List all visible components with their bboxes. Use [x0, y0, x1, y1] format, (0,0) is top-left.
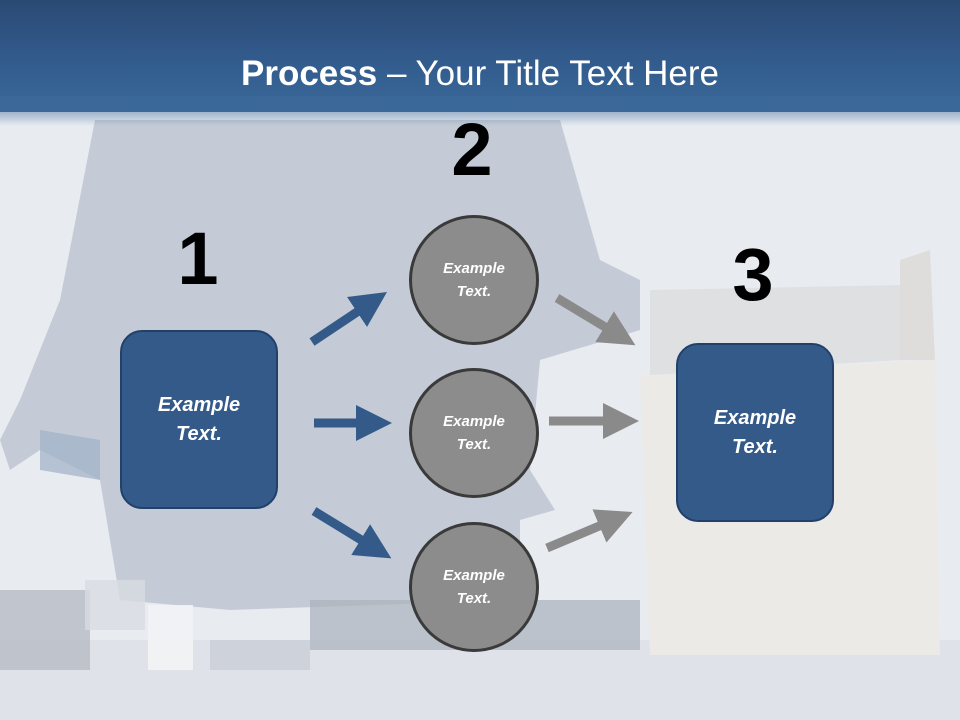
circle-bottom-label-line2: Text.	[456, 590, 492, 607]
step-1-box: Example Text.	[120, 330, 278, 509]
step-3-label-line2: Text.	[732, 435, 778, 458]
arrow-gray-down-icon	[554, 294, 636, 346]
step-2-circle-middle: Example Text.	[409, 368, 539, 498]
slide-title: Process – Your Title Text Here	[0, 52, 960, 96]
title-bar	[0, 0, 960, 112]
step-3-box: Example Text.	[676, 343, 834, 522]
circle-middle-label-line1: Example	[443, 413, 505, 430]
step-3-label: Example Text.	[714, 404, 796, 462]
title-bar-fade	[0, 96, 960, 126]
step-number-1: 1	[177, 217, 219, 300]
step-2-circle-bottom: Example Text.	[409, 522, 539, 652]
circle-middle-label-line2: Text.	[456, 436, 492, 453]
slide-title-rest: – Your Title Text Here	[377, 54, 719, 93]
step-2-circle-top: Example Text.	[409, 215, 539, 345]
slide-title-bold: Process	[241, 54, 378, 93]
circle-top-label-line2: Text.	[456, 283, 492, 300]
step-3-label-line1: Example	[713, 406, 797, 429]
arrow-blue-down-icon	[311, 507, 392, 559]
step-1-label-line1: Example	[157, 393, 241, 416]
circle-middle-label: Example Text.	[443, 410, 505, 456]
circle-top-label: Example Text.	[443, 257, 505, 303]
step-number-3: 3	[732, 233, 774, 316]
circle-top-label-line1: Example	[443, 260, 505, 277]
step-1-label: Example Text.	[158, 391, 240, 449]
step-1-label-line2: Text.	[176, 422, 222, 445]
circle-bottom-label: Example Text.	[443, 564, 505, 610]
circle-bottom-label-line1: Example	[443, 567, 505, 584]
step-number-2: 2	[451, 108, 493, 191]
arrow-gray-up-icon	[545, 509, 633, 553]
arrow-blue-up-icon	[309, 292, 387, 346]
